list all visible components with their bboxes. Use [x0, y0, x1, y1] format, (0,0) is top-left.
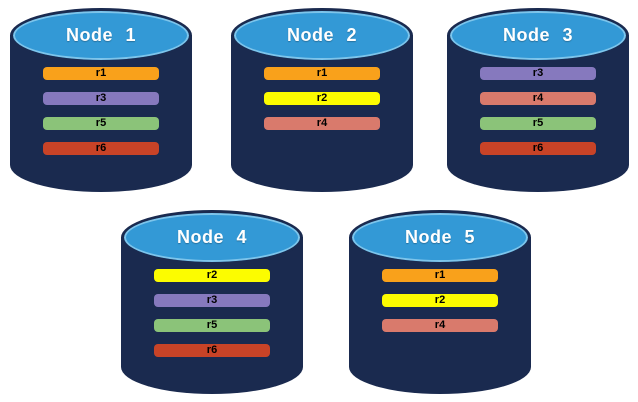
- cylinder-top-ellipse: Node 5: [349, 210, 531, 265]
- node-cylinder: Node 3 r3 r4 r5 r6: [447, 8, 629, 192]
- node-title: Node 5: [404, 227, 475, 247]
- node-slot-1: Node 1 r1 r3 r5 r6: [10, 8, 192, 192]
- replica-bar-r2: r2: [154, 269, 270, 282]
- replica-bar-r2: r2: [382, 294, 498, 307]
- node-slot-2: Node 2 r1 r2 r4: [231, 8, 413, 192]
- node-cylinder: Node 4 r2 r3 r5 r6: [121, 210, 303, 394]
- cylinder-top-ellipse: Node 2: [231, 8, 413, 63]
- replica-bar-r3: r3: [480, 67, 596, 80]
- replica-bar-r6: r6: [43, 142, 159, 155]
- replica-bar-r4: r4: [382, 319, 498, 332]
- replica-bar-r4: r4: [264, 117, 380, 130]
- node-cylinder: Node 1 r1 r3 r5 r6: [10, 8, 192, 192]
- cylinder-top-ellipse: Node 1: [10, 8, 192, 63]
- replica-bar-r5: r5: [480, 117, 596, 130]
- replica-list: r2 r3 r5 r6: [154, 269, 270, 357]
- node-slot-4: Node 4 r2 r3 r5 r6: [121, 210, 303, 394]
- replica-bar-r1: r1: [264, 67, 380, 80]
- cylinder-top-ellipse: Node 4: [121, 210, 303, 265]
- node-title: Node 2: [286, 25, 357, 45]
- replica-bar-r2: r2: [264, 92, 380, 105]
- replica-bar-r6: r6: [154, 344, 270, 357]
- replica-bar-r3: r3: [43, 92, 159, 105]
- replica-bar-r1: r1: [43, 67, 159, 80]
- replica-list: r1 r2 r4: [382, 269, 498, 332]
- replica-bar-r5: r5: [154, 319, 270, 332]
- node-title: Node 1: [65, 25, 136, 45]
- node-slot-5: Node 5 r1 r2 r4: [349, 210, 531, 394]
- replica-bar-r4: r4: [480, 92, 596, 105]
- replica-list: r3 r4 r5 r6: [480, 67, 596, 155]
- replica-bar-r6: r6: [480, 142, 596, 155]
- node-title: Node 3: [502, 25, 573, 45]
- node-slot-3: Node 3 r3 r4 r5 r6: [447, 8, 629, 192]
- node-title: Node 4: [176, 227, 247, 247]
- replica-bar-r1: r1: [382, 269, 498, 282]
- replica-list: r1 r2 r4: [264, 67, 380, 130]
- replica-bar-r3: r3: [154, 294, 270, 307]
- replica-bar-r5: r5: [43, 117, 159, 130]
- node-cylinder: Node 2 r1 r2 r4: [231, 8, 413, 192]
- cylinder-top-ellipse: Node 3: [447, 8, 629, 63]
- replica-list: r1 r3 r5 r6: [43, 67, 159, 155]
- node-cylinder: Node 5 r1 r2 r4: [349, 210, 531, 394]
